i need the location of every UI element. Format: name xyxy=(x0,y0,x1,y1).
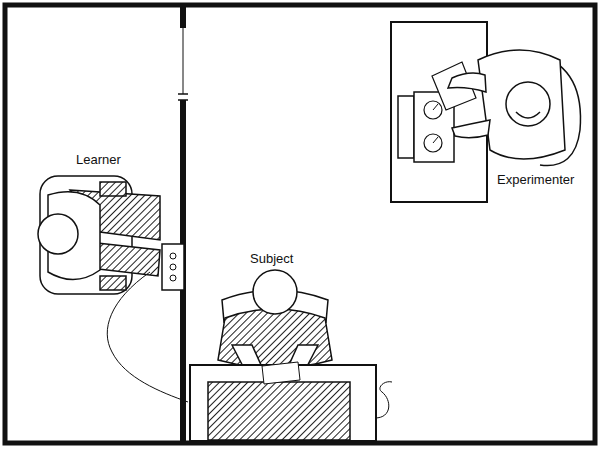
experimenter-figure xyxy=(448,50,581,166)
learner-figure xyxy=(38,176,160,294)
wire xyxy=(375,382,392,418)
electrode-box xyxy=(170,264,176,270)
figure-label: Subject xyxy=(250,252,293,265)
electrode-box xyxy=(170,275,176,281)
electrode-box xyxy=(162,244,184,290)
electrode-box xyxy=(170,253,176,259)
figure-label: Learner xyxy=(76,153,121,166)
subject-desk xyxy=(190,362,376,441)
subject-figure xyxy=(218,270,332,380)
figure-label: Experimenter xyxy=(497,173,574,186)
wire xyxy=(107,272,188,402)
room-frame xyxy=(5,5,595,443)
experimenter-desk xyxy=(391,22,487,202)
partition-wall xyxy=(178,5,188,443)
